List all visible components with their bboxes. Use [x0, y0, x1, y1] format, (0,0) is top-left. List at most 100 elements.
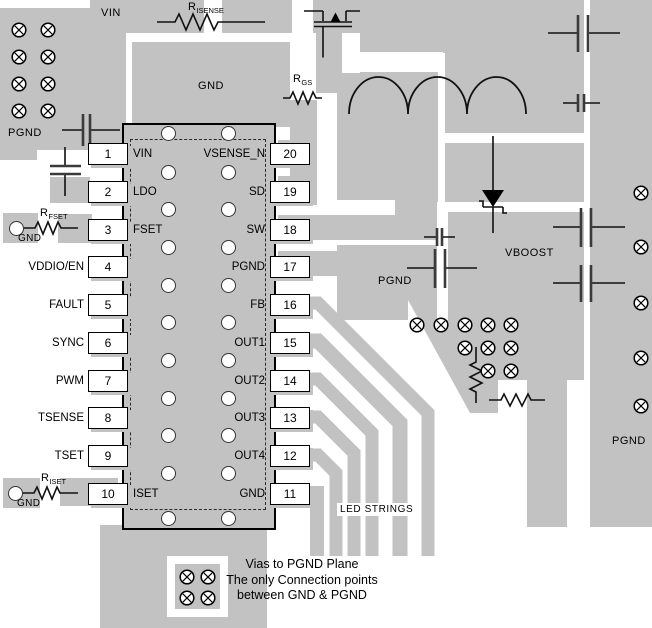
ic-body	[122, 123, 276, 530]
pgnd-via-icon	[179, 590, 195, 606]
thermal-pad-via	[160, 125, 176, 141]
pin-box-2: 2	[88, 181, 128, 203]
thermal-pad-via	[220, 465, 236, 481]
pgnd-via-icon	[503, 317, 519, 333]
pgnd-via-icon	[457, 317, 473, 333]
thermal-pad-via	[220, 510, 236, 526]
pin-box-9: 9	[88, 445, 128, 467]
thermal-pad-via	[160, 314, 176, 330]
pin-box-11: 11	[270, 483, 310, 505]
pin-box-8: 8	[88, 407, 128, 429]
pgnd-via-icon	[480, 340, 496, 356]
pgnd-via-icon	[409, 317, 425, 333]
thermal-pad-via	[7, 485, 23, 501]
rgs-label: RGS	[293, 73, 313, 88]
vin-band-label: VIN	[101, 7, 121, 19]
thermal-pad-via	[220, 164, 236, 180]
legend-line-1: Vias to PGND Plane	[245, 557, 359, 571]
pin-box-6: 6	[88, 332, 128, 354]
pgnd-via-icon	[633, 350, 649, 366]
pin-label-fset: FSET	[133, 224, 163, 236]
thermal-pad-via	[160, 352, 176, 368]
pin-label-vddio-en: VDDIO/EN	[28, 261, 84, 273]
pgnd-via-icon	[480, 363, 496, 379]
pgnd-via-icon	[200, 590, 216, 606]
pgnd-via-icon	[633, 295, 649, 311]
thermal-pad-via	[160, 465, 176, 481]
pgnd-via-icon	[633, 398, 649, 414]
riset-label: RISET	[41, 472, 67, 487]
pin-box-7: 7	[88, 370, 128, 392]
pgnd-via-icon	[480, 317, 496, 333]
pin-label-tsense: TSENSE	[37, 412, 84, 424]
capacitor-symbols	[50, 15, 625, 302]
pin-box-3: 3	[88, 219, 128, 241]
pin-label-iset: ISET	[133, 488, 159, 500]
mosfet-symbol	[304, 10, 360, 58]
pin-label-sw: SW	[246, 224, 265, 236]
rgs-resistor	[283, 89, 322, 107]
pgnd-via-icon	[457, 340, 473, 356]
thermal-pad-via	[160, 510, 176, 526]
pin-box-5: 5	[88, 294, 128, 316]
pin-label-vsense-n: VSENSE_N	[203, 148, 265, 160]
pgnd-via-icon	[11, 103, 27, 119]
pin-box-10: 10	[88, 483, 128, 505]
pin-box-13: 13	[270, 407, 310, 429]
vin-band	[90, 0, 292, 33]
gnd-plane	[132, 42, 290, 127]
riset-resistor	[22, 484, 78, 502]
pin-box-14: 14	[270, 370, 310, 392]
drain-top-band	[313, 0, 584, 33]
thermal-pad-via	[160, 427, 176, 443]
pin-label-out2: OUT2	[234, 375, 265, 387]
pgnd-via-icon	[40, 103, 56, 119]
ic-exposed-pad-outline	[130, 139, 266, 510]
pin-label-out4: OUT4	[234, 450, 265, 462]
pgnd-via-icon	[633, 239, 649, 255]
pgnd-right-plane	[590, 0, 652, 527]
pgnd-right-label: PGND	[612, 435, 646, 447]
pin-box-12: 12	[270, 445, 310, 467]
vboost-label: VBOOST	[505, 247, 554, 259]
pin-label-fault: FAULT	[49, 299, 84, 311]
pin-box-19: 19	[270, 181, 310, 203]
fb-divider-resistor-horizontal	[489, 392, 545, 408]
pgnd-via-icon	[11, 22, 27, 38]
pin-label-out1: OUT1	[234, 337, 265, 349]
riset-gnd-label: GND	[17, 498, 41, 509]
pgnd-via-icon	[179, 569, 195, 585]
pin-box-1: 1	[88, 143, 128, 165]
pgnd-via-icon	[40, 22, 56, 38]
diode-symbol	[479, 136, 507, 233]
pin-label-sync: SYNC	[52, 337, 84, 349]
pin-label-out3: OUT3	[234, 412, 265, 424]
legend-line-2: The only Connection points	[226, 572, 378, 587]
pin-box-20: 20	[270, 143, 310, 165]
legend-note: Vias to PGND Plane The only Connection p…	[206, 557, 398, 604]
pin-label-pwm: PWM	[55, 375, 84, 387]
pgnd-via-icon	[503, 340, 519, 356]
inductor-symbol	[348, 76, 527, 115]
thermal-pad-via	[160, 201, 176, 217]
thermal-pad-via	[160, 277, 176, 293]
thermal-pad-via	[160, 239, 176, 255]
pgnd-topleft-label: PGND	[8, 127, 42, 139]
pgnd-mid-label: PGND	[378, 275, 412, 287]
fb-divider-resistor-vertical	[468, 347, 484, 403]
pin-label-pgnd: PGND	[231, 261, 265, 273]
component-symbols	[22, 10, 625, 502]
pin-label-ldo: LDO	[133, 186, 157, 198]
pgnd-via-icon	[11, 76, 27, 92]
thermal-pad-via	[220, 390, 236, 406]
pin-box-4: 4	[88, 256, 128, 278]
rfset-gnd-label: GND	[18, 233, 42, 244]
pgnd-via-icon	[200, 569, 216, 585]
pin-box-18: 18	[270, 219, 310, 241]
thermal-pad-via	[220, 427, 236, 443]
thermal-pad-via	[220, 125, 236, 141]
pgnd-via-icon	[433, 317, 449, 333]
plane-gaps	[204, 0, 584, 413]
legend-line-3: between GND & PGND	[237, 588, 367, 602]
